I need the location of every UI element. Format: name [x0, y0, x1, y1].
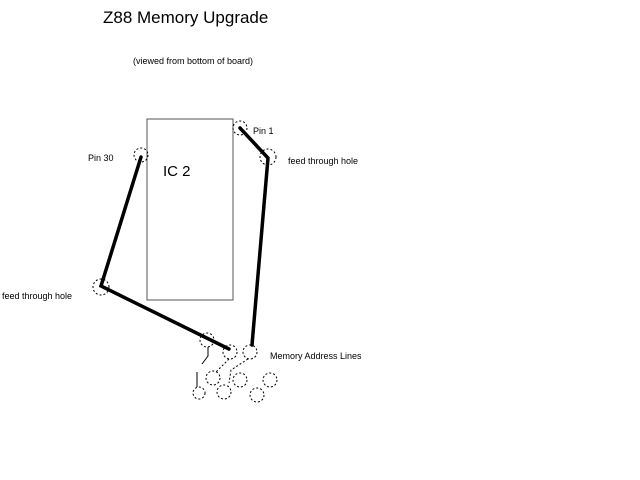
pin1-label: Pin 1	[253, 126, 274, 136]
address-pad	[216, 384, 232, 400]
ic2-label: IC 2	[163, 163, 191, 180]
address-pad	[232, 372, 248, 388]
feed-through-hole-left	[92, 278, 110, 296]
address-pad	[192, 386, 206, 400]
memory-address-lines-label: Memory Address Lines	[270, 351, 362, 361]
address-pad	[222, 344, 238, 360]
address-pad	[249, 387, 265, 403]
address-trace	[215, 358, 230, 373]
pin30-label: Pin 30	[88, 153, 114, 163]
feed-through-left-label: feed through hole	[2, 291, 73, 301]
address-pad	[205, 370, 221, 386]
feed-through-right-label: feed through hole	[288, 156, 359, 166]
address-pad	[242, 344, 258, 360]
address-trace	[228, 358, 249, 384]
diagram-title: Z88 Memory Upgrade	[103, 8, 269, 27]
wire-pin30	[98, 155, 231, 351]
address-trace	[201, 347, 209, 365]
diagram-subtitle: (viewed from bottom of board)	[133, 56, 254, 66]
ic2-chip-outline	[146, 118, 234, 301]
wire-pin1	[238, 126, 270, 347]
address-pad	[262, 372, 278, 388]
pin1-pad	[232, 120, 248, 136]
pin30-pad	[133, 147, 149, 163]
